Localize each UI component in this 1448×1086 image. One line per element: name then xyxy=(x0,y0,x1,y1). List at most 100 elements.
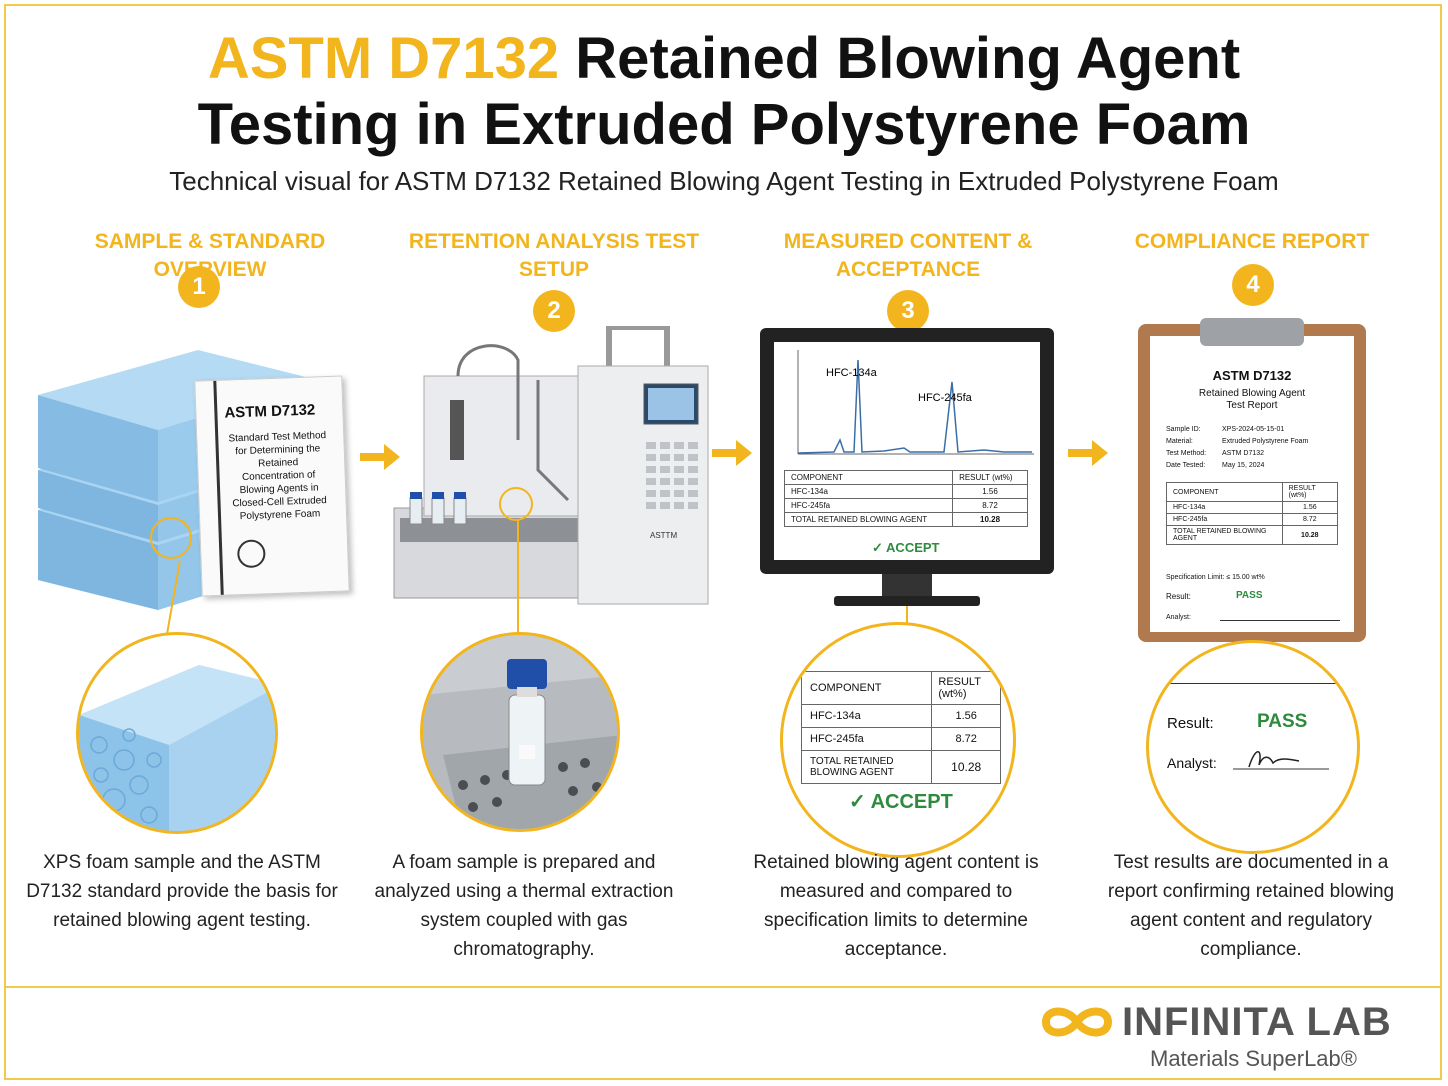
closeup-rule xyxy=(1149,683,1357,684)
page-title-line2: Testing in Extruded Polystyrene Foam xyxy=(197,92,1251,157)
screen-accept-label: ✓ ACCEPT xyxy=(872,540,940,556)
table-cell: 8.72 xyxy=(952,498,1028,513)
closeup-analyst-label: Analyst: xyxy=(1167,755,1217,771)
table-cell: 1.56 xyxy=(1281,501,1339,514)
infinity-logo-icon xyxy=(1041,1007,1113,1037)
brand-name: INFINITA LAB xyxy=(1122,1000,1392,1044)
table-cell: 10.28 xyxy=(952,512,1028,527)
report-field: Sample ID:XPS-2024-05-15-01 xyxy=(1166,426,1285,433)
table-cell: TOTAL RETAINED BLOWING AGENT xyxy=(800,750,933,784)
step2-badge: 2 xyxy=(533,290,575,332)
leader-line xyxy=(517,520,519,638)
closeup-accept-label: ✓ ACCEPT xyxy=(849,789,953,814)
step3-heading: MEASURED CONTENT & ACCEPTANCE xyxy=(783,230,1033,281)
booklet-text: Standard Test Method for Determining the… xyxy=(228,430,327,523)
title-rest: Retained Blowing Agent xyxy=(575,26,1241,91)
accept-text: ACCEPT xyxy=(870,791,953,813)
step4-badge: 4 xyxy=(1232,264,1274,306)
footer-divider xyxy=(4,986,1442,988)
table-cell: 8.72 xyxy=(1281,513,1339,526)
report-field: Test Method:ASTM D7132 xyxy=(1166,450,1265,457)
table-header-cell: RESULT (wt%) xyxy=(952,470,1028,485)
brand-tagline: Materials SuperLab® xyxy=(1150,1046,1357,1071)
peak-label-2: HFC-245fa xyxy=(918,392,973,404)
vial-tray-texture xyxy=(423,659,617,829)
sample-vials xyxy=(409,492,467,525)
instrument-brand: ASTTM xyxy=(650,531,677,540)
arrow-right-icon xyxy=(360,444,400,470)
table-cell: 1.56 xyxy=(931,704,1001,728)
arrow-right-icon xyxy=(1068,440,1108,466)
accept-text: ACCEPT xyxy=(886,540,940,555)
peak-label-1: HFC-134a xyxy=(826,367,878,379)
table-header-cell: COMPONENT xyxy=(800,671,933,705)
astm-standard-booklet: ASTM D7132 Standard Test Method for Dete… xyxy=(194,375,350,597)
report-field: Date Tested:May 15, 2024 xyxy=(1166,462,1265,469)
chromatogram-trace xyxy=(797,359,1032,454)
astm-logo-icon xyxy=(236,539,266,569)
table-header-cell: COMPONENT xyxy=(783,470,954,485)
chromatogram-chart: HFC-134a HFC-245fa xyxy=(797,350,1034,455)
table-cell: TOTAL RETAINED BLOWING AGENT xyxy=(1166,525,1283,545)
report-closeup-circle: Result: PASS Analyst: xyxy=(1146,640,1360,854)
table-header-cell: RESULT (wt%) xyxy=(931,671,1001,705)
report-subtitle1: Retained Blowing Agent xyxy=(1198,388,1306,399)
vial-closeup-circle xyxy=(420,632,620,832)
report-sheet: ASTM D7132 Retained Blowing Agent Test R… xyxy=(1150,336,1354,632)
table-cell: 8.72 xyxy=(931,727,1001,751)
table-header-cell: COMPONENT xyxy=(1166,482,1283,502)
closeup-result-label: Result: xyxy=(1167,715,1214,732)
signature-icon xyxy=(1233,751,1329,770)
booklet-title: ASTM D7132 xyxy=(224,401,316,422)
report-title: ASTM D7132 xyxy=(1212,368,1292,383)
check-icon: ✓ xyxy=(872,540,883,555)
table-cell: 10.28 xyxy=(931,750,1001,784)
table-cell: TOTAL RETAINED BLOWING AGENT xyxy=(783,512,954,527)
step2-heading: RETENTION ANALYSIS TEST SETUP xyxy=(408,230,700,281)
step4-heading: COMPLIANCE REPORT xyxy=(1134,230,1370,253)
step3-caption: Retained blowing agent content is measur… xyxy=(753,852,1039,960)
table-cell: HFC-245fa xyxy=(800,727,933,751)
step4-caption: Test results are documented in a report … xyxy=(1107,852,1395,960)
check-icon: ✓ xyxy=(849,791,866,813)
table-cell: HFC-134a xyxy=(800,704,933,728)
table-cell: HFC-134a xyxy=(783,484,954,499)
closeup-pass: PASS xyxy=(1257,711,1308,732)
report-result-label: Result: xyxy=(1166,592,1191,601)
foam-closeup-circle xyxy=(76,632,278,834)
page-subtitle: Technical visual for ASTM D7132 Retained… xyxy=(169,166,1279,196)
report-spec-limit: Specification Limit: ≤ 15.00 wt% xyxy=(1166,574,1265,581)
page-frame xyxy=(4,4,1442,1080)
monitor-stand xyxy=(834,596,980,606)
report-pass: PASS xyxy=(1236,590,1263,601)
foam-cell-texture xyxy=(79,635,275,831)
table-cell: HFC-245fa xyxy=(783,498,954,513)
foam-zoom-marker xyxy=(150,517,192,559)
instrument-keypad xyxy=(646,442,698,509)
table-header-cell: RESULT (wt%) xyxy=(1281,482,1339,502)
booklet-spine xyxy=(213,380,224,595)
table-cell: 1.56 xyxy=(952,484,1028,499)
report-analyst-label: Analyst: xyxy=(1166,614,1191,621)
report-fields: Sample ID:XPS-2024-05-15-01 Material:Ext… xyxy=(1166,424,1308,472)
step3-badge: 3 xyxy=(887,290,929,332)
table-cell: 10.28 xyxy=(1281,525,1339,545)
table-cell: HFC-134a xyxy=(1166,501,1283,514)
thermal-extraction-gc-instrument: ASTTM xyxy=(393,326,709,605)
